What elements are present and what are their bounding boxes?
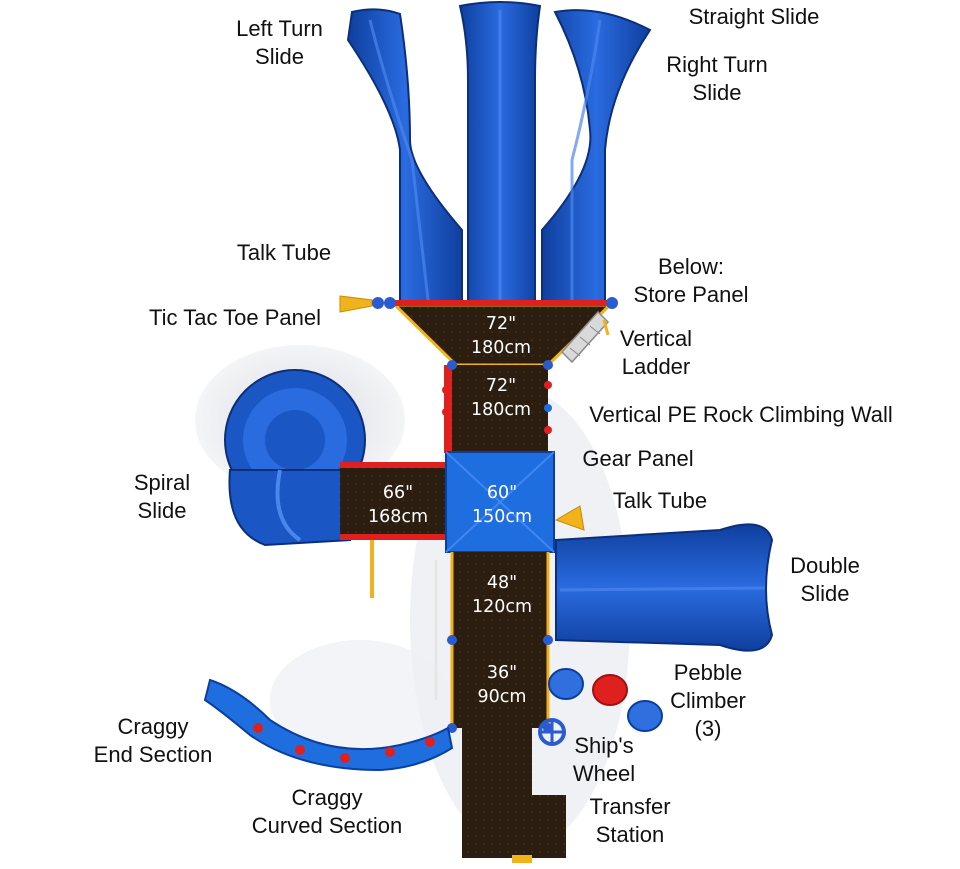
label-line: Straight Slide — [688, 4, 820, 29]
label-ships-wheel: Ship's Wheel — [560, 732, 648, 788]
craggy-climber — [203, 678, 454, 772]
label-vertical-ladder: Vertical Ladder — [607, 325, 705, 381]
label-line: Slide — [255, 44, 304, 69]
label-double-slide: Double Slide — [778, 552, 872, 608]
deck-top-imperial: 72" — [486, 314, 516, 334]
label-line: Right Turn — [666, 52, 768, 77]
label-line: Transfer — [589, 794, 671, 819]
talk-tube-icon — [339, 295, 384, 313]
label-gear-panel: Gear Panel — [568, 445, 708, 473]
spiral-slide — [224, 369, 366, 547]
double-slide — [555, 523, 774, 652]
label-tic-tac-toe: Tic Tac Toe Panel — [128, 304, 342, 332]
label-line: Vertical — [619, 326, 693, 351]
label-line: Station — [595, 822, 665, 847]
left-turn-slide — [346, 8, 463, 306]
label-spiral-slide: Spiral Slide — [122, 469, 202, 525]
label-line: Wheel — [572, 761, 636, 786]
deck-mid-metric: 120cm — [472, 597, 532, 617]
straight-slide — [458, 1, 542, 306]
label-line: Pebble — [673, 660, 743, 685]
deck-upper-imperial: 72" — [486, 376, 516, 396]
label-left-turn-slide: Left Turn Slide — [222, 15, 337, 71]
deck-low-imperial: 36" — [487, 663, 517, 683]
label-transfer-station: Transfer Station — [578, 793, 682, 849]
label-line: Craggy — [117, 714, 189, 739]
deck-left-metric: 168cm — [368, 507, 428, 527]
deck-upper-metric: 180cm — [471, 400, 531, 420]
label-talk-tube-right: Talk Tube — [598, 487, 722, 515]
label-line: Slide — [800, 581, 850, 606]
label-line: Gear Panel — [582, 446, 694, 471]
label-line: End Section — [93, 742, 213, 767]
deck-left-imperial: 66" — [383, 483, 413, 503]
label-line: (3) — [694, 716, 722, 741]
label-line: Below: — [657, 254, 725, 279]
label-line: Double — [790, 553, 860, 578]
label-pebble-climber: Pebble Climber (3) — [660, 659, 756, 743]
spiral-entry-chute — [340, 462, 448, 598]
deck-roof-imperial: 60" — [487, 483, 517, 503]
talk-tube-right-icon — [554, 505, 585, 531]
pebble-climbers — [548, 668, 663, 732]
label-line: Store Panel — [633, 282, 749, 307]
label-line: Tic Tac Toe Panel — [148, 305, 322, 330]
label-talk-tube-top: Talk Tube — [222, 239, 346, 267]
deck-low-metric: 90cm — [478, 687, 527, 707]
label-line: Left Turn — [236, 16, 323, 41]
label-craggy-end: Craggy End Section — [80, 713, 226, 769]
vertical-ladder — [560, 310, 610, 364]
label-line: Vertical PE Rock Climbing Wall — [589, 402, 893, 427]
label-line: Talk Tube — [236, 240, 332, 265]
label-line: Talk Tube — [612, 488, 708, 513]
label-line: Craggy — [291, 785, 363, 810]
label-right-turn-slide: Right Turn Slide — [652, 51, 782, 107]
label-rock-wall: Vertical PE Rock Climbing Wall — [560, 401, 922, 429]
label-line: Spiral — [133, 470, 191, 495]
label-line: Slide — [137, 498, 187, 523]
rock-climbing-wall — [442, 381, 552, 434]
deck-top-metric: 180cm — [471, 338, 531, 358]
label-line: Slide — [692, 80, 742, 105]
label-line: Curved Section — [251, 813, 403, 838]
ships-wheel-icon — [538, 718, 566, 746]
label-line: Ship's — [574, 733, 634, 758]
label-straight-slide: Straight Slide — [672, 3, 836, 31]
label-line: Climber — [670, 688, 746, 713]
deck-heights: 72" 180cm 72" 180cm 66" 168cm 60" 150cm … — [368, 314, 532, 707]
label-craggy-curved: Craggy Curved Section — [236, 784, 418, 840]
deck-roof-metric: 150cm — [472, 507, 532, 527]
label-line: Ladder — [621, 354, 691, 379]
label-store-panel: Below: Store Panel — [620, 253, 762, 309]
deck-mid-imperial: 48" — [487, 573, 517, 593]
